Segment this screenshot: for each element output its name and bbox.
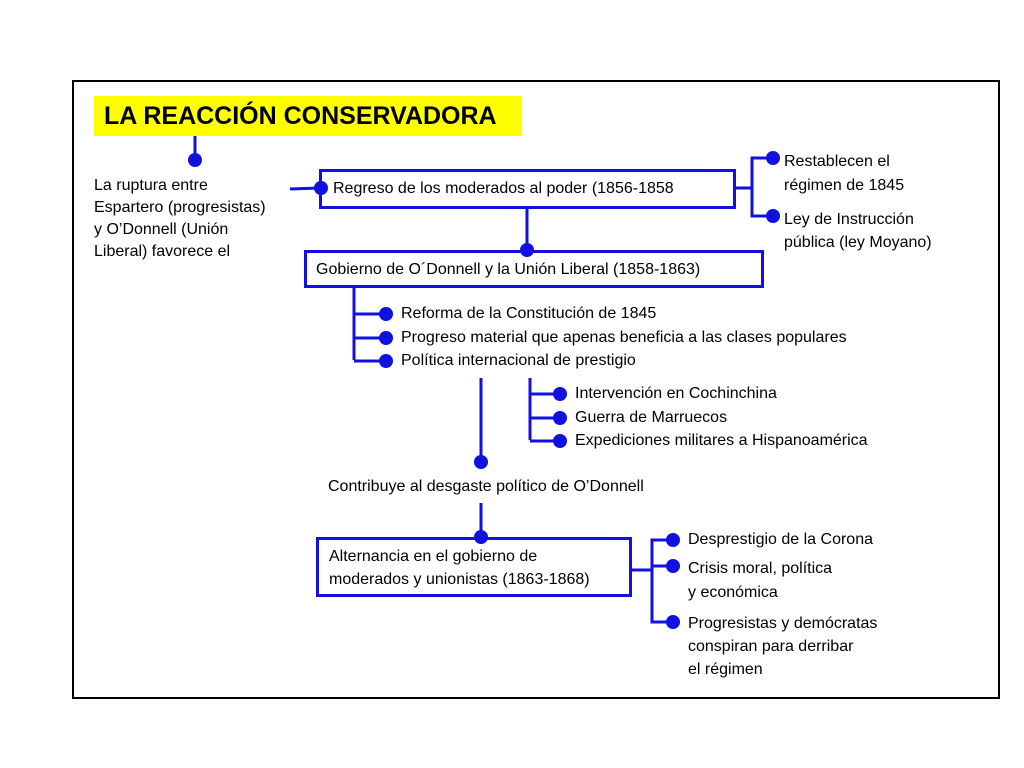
intervencion-item: Guerra de Marruecos: [575, 409, 728, 426]
intro-line: Espartero (progresistas): [94, 199, 266, 216]
intervencion-item: Expediciones militares a Hispanoamérica: [575, 432, 868, 449]
alternancia-line: Alternancia en el gobierno de: [329, 548, 538, 565]
outcome-line: régimen de 1845: [784, 177, 905, 194]
effect-line: Desprestigio de la Corona: [688, 531, 873, 548]
node-dot: [666, 559, 680, 573]
node-dot: [766, 209, 780, 223]
effect-line: el régimen: [688, 661, 763, 678]
alternancia-box: [316, 537, 632, 597]
gobierno-box: [304, 250, 764, 288]
effect-line: Crisis moral, política: [688, 560, 833, 577]
title-highlight: [94, 96, 522, 136]
gobierno-label: Gobierno de O´Donnell y la Unión Liberal…: [316, 261, 701, 278]
node-dot: [553, 387, 567, 401]
connector-gobierno-items: [352, 288, 385, 363]
outcome-line: Ley de Instrucción: [784, 211, 914, 228]
connector-moderados-outcomes: [736, 156, 772, 218]
node-dot: [666, 533, 680, 547]
node-dot: [379, 307, 393, 321]
node-dot: [766, 151, 780, 165]
connector-alternancia-effects: [632, 538, 670, 624]
effect-line: Progresistas y demócratas: [688, 615, 878, 632]
intro-line: y O’Donnell (Unión: [94, 221, 229, 238]
node-dot: [379, 331, 393, 345]
diagram-frame: [72, 80, 1000, 699]
node-dot: [666, 615, 680, 629]
moderados-label: Regreso de los moderados al poder (1856-…: [333, 180, 674, 197]
node-dot: [553, 411, 567, 425]
consecuencia-text: Contribuye al desgaste político de O’Don…: [328, 478, 644, 495]
node-dot: [379, 354, 393, 368]
gobierno-item: Política internacional de prestigio: [401, 352, 636, 369]
moderados-box: [319, 169, 736, 209]
gobierno-item: Progreso material que apenas beneficia a…: [401, 329, 847, 346]
outcome-line: Restablecen el: [784, 153, 890, 170]
diagram-title: LA REACCIÓN CONSERVADORA: [104, 102, 497, 130]
node-dot: [474, 455, 488, 469]
effect-line: conspiran para derribar: [688, 638, 854, 655]
outcome-line: pública (ley Moyano): [784, 234, 932, 251]
gobierno-item: Reforma de la Constitución de 1845: [401, 305, 657, 322]
intro-line: La ruptura entre: [94, 177, 208, 194]
intro-line: Liberal) favorece el: [94, 243, 231, 260]
node-dot: [188, 153, 202, 167]
effect-line: y económica: [688, 584, 778, 601]
node-dot: [553, 434, 567, 448]
connector-intervenciones: [528, 378, 558, 443]
intervencion-item: Intervención en Cochinchina: [575, 385, 777, 402]
alternancia-line: moderados y unionistas (1863-1868): [329, 571, 590, 588]
